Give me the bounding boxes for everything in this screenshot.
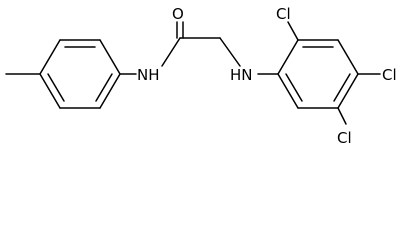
bond-nh-carbonyl: [161, 37, 181, 67]
bond-cl-bottom: [337, 107, 347, 125]
tolyl-ring: [39, 39, 121, 109]
chlorine-right-label: Cl: [382, 66, 397, 84]
trichlorophenyl-ring: [277, 39, 359, 109]
bond-ch2-hn: [219, 37, 241, 67]
bond-cl-top: [287, 21, 299, 41]
amine-hn-label: HN: [230, 66, 253, 84]
chlorine-top-label: Cl: [276, 5, 291, 23]
chlorine-bottom-label: Cl: [337, 129, 352, 147]
molecule-drawing: O NH HN Cl Cl Cl: [5, 5, 397, 147]
structure-diagram: O NH HN Cl Cl Cl: [5, 5, 397, 147]
oxygen-label: O: [172, 5, 184, 23]
amide-nh-label: NH: [137, 66, 160, 84]
